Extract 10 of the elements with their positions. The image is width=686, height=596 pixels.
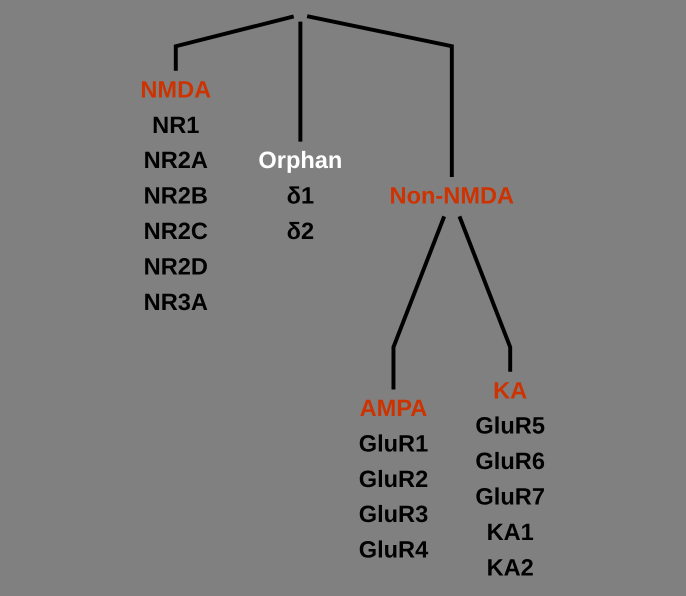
node-text: Orphan δ1 δ2 (258, 148, 343, 245)
connector (307, 14, 454, 178)
node-text: Non-NMDA (390, 182, 514, 210)
node-text: KA GluR5 GluR6 GluR7 KA1 KA2 (476, 378, 546, 582)
connector (458, 216, 512, 372)
connector (392, 216, 446, 390)
connector (174, 14, 295, 71)
node-text: NMDA NR1 NR2A NR2B NR2C NR2D NR3A (140, 76, 212, 316)
node-text: AMPA GluR1 GluR2 GluR3 GluR4 (359, 395, 429, 564)
connector (298, 22, 303, 142)
